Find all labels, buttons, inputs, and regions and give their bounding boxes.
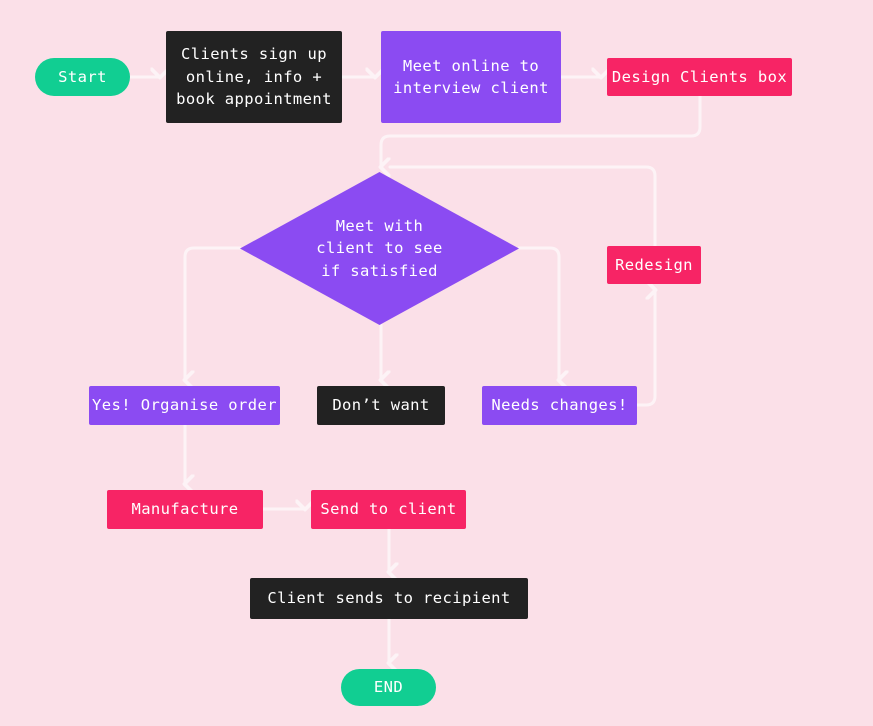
node-label-redesign: Redesign — [615, 255, 693, 274]
node-label-needs-changes: Needs changes! — [491, 396, 628, 415]
node-label-signup: Clients sign up online, info + book appo… — [176, 45, 332, 109]
connector-needs-to-redesign — [635, 290, 655, 407]
node-organise-order[interactable]: Yes! Organise order — [89, 386, 280, 425]
node-label-meet-online: Meet online to interview client — [393, 56, 549, 98]
node-start[interactable]: Start — [35, 58, 130, 96]
node-client-sends[interactable]: Client sends to recipient — [250, 578, 528, 619]
node-needs-changes[interactable]: Needs changes! — [482, 386, 637, 425]
node-satisfied-decision[interactable]: Meet with client to see if satisfied — [240, 172, 519, 325]
node-label-end: END — [373, 678, 404, 697]
node-design-box[interactable]: Design Clients box — [607, 58, 792, 96]
node-label-organise-order: Yes! Organise order — [92, 396, 277, 415]
node-label-design-box: Design Clients box — [611, 67, 788, 86]
node-label-dont-want: Don’t want — [332, 396, 430, 415]
node-end[interactable]: END — [341, 669, 436, 706]
node-manufacture[interactable]: Manufacture — [107, 490, 263, 529]
node-meet-online[interactable]: Meet online to interview client — [381, 31, 561, 123]
node-signup[interactable]: Clients sign up online, info + book appo… — [166, 31, 342, 123]
node-label-send-to-client: Send to client — [320, 500, 457, 519]
node-dont-want[interactable]: Don’t want — [317, 386, 445, 425]
node-send-to-client[interactable]: Send to client — [311, 490, 466, 529]
node-label-satisfied-decision: Meet with client to see if satisfied — [316, 216, 443, 280]
node-redesign[interactable]: Redesign — [607, 246, 701, 284]
connector-decision-to-needs — [517, 246, 559, 380]
node-label-client-sends: Client sends to recipient — [267, 589, 511, 608]
connector-decision-to-organise — [185, 246, 242, 380]
node-label-start: Start — [58, 67, 107, 86]
node-label-manufacture: Manufacture — [131, 500, 239, 519]
